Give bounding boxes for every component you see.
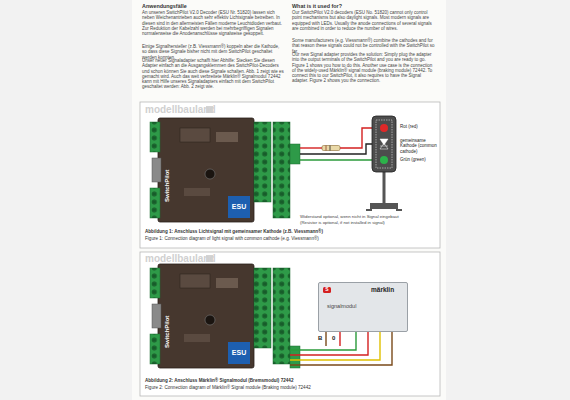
signal-adapter	[290, 144, 300, 164]
label: Our new Signal adapter provides the solu…	[292, 52, 437, 84]
node-text: S	[323, 287, 331, 293]
decoder-board: SwitchPilotESU	[150, 118, 290, 222]
label: What is it used for?	[292, 3, 437, 9]
wire	[340, 128, 372, 148]
node-text: Abbildung 1: Anschluss Lichtsignal mit g…	[145, 229, 435, 234]
node-text: SwitchPilot	[164, 162, 171, 202]
node-text: ESU	[228, 203, 250, 211]
node-text: Abbildung 2: Anschluss Märklin® Signalmo…	[145, 378, 435, 383]
signal-module: Smärklin signalmodul	[318, 282, 408, 332]
decoder-board	[150, 118, 290, 222]
label: gemeinsame Kathode (common cathode)	[400, 138, 438, 154]
decoder-board: SwitchPilotESU	[150, 264, 290, 368]
wire	[290, 332, 356, 350]
led-frame	[376, 120, 392, 168]
figure-panel: Abbildung 1: Anschluss Lichtsignal mit g…	[140, 102, 440, 248]
wire	[300, 144, 372, 154]
node-text: Figure 1: Connection diagram of light si…	[145, 236, 435, 241]
signal-mast	[383, 172, 386, 203]
wire	[339, 332, 340, 346]
figure-panel	[140, 252, 440, 396]
wire	[300, 147, 322, 148]
label: Rot (red)	[400, 124, 438, 129]
signal-foot	[396, 209, 402, 211]
label: Some manufacturers (e.g. Viessmann®) com…	[292, 38, 437, 54]
label: B	[318, 335, 324, 342]
green-led	[380, 156, 388, 164]
signal-head	[372, 116, 396, 172]
resistor-band	[326, 146, 327, 151]
signal-base	[370, 203, 398, 209]
figure-panel: Abbildung 2: Anschluss Märklin® Signalmo…	[140, 252, 440, 396]
diode-symbol	[380, 139, 388, 146]
wire	[290, 332, 368, 355]
label: (Resistor is optional, if not installed …	[300, 220, 410, 225]
node-text: signalmodul	[327, 303, 377, 309]
page	[132, 0, 446, 400]
resistor-symbol	[322, 146, 340, 151]
decoder-board	[150, 264, 290, 368]
wire	[300, 159, 372, 160]
wire	[325, 332, 326, 346]
label: modellbauland	[145, 104, 215, 116]
label: Grün (green)	[400, 157, 438, 162]
red-led	[380, 124, 388, 132]
signal-foot	[366, 209, 372, 211]
diode-symbol	[380, 143, 388, 149]
label: An unseren SwitchPilot V2.0 Decoder (ESU…	[142, 10, 284, 36]
node-text: SwitchPilot	[164, 308, 171, 348]
label: 0	[332, 335, 338, 342]
label: Anwendungsfälle	[142, 3, 284, 9]
wire	[290, 332, 392, 365]
resistor-band	[330, 146, 331, 151]
label: Unser neuer Signaladapter schafft hier A…	[142, 58, 284, 90]
label: modellbauland	[145, 253, 215, 265]
wire	[290, 332, 380, 360]
node-text: ESU	[228, 349, 250, 357]
label: Widerstand optional, wenn nicht in Signa…	[300, 214, 410, 219]
node-text: Figure 2: Connection diagram of Märklin®…	[145, 385, 435, 390]
figure-panel	[140, 102, 440, 248]
label: Our SwitchPilot V2.0 decoders (ESU No. 5…	[292, 10, 437, 31]
label: Einige Signalhersteller (z.B. Viessmann®…	[142, 44, 284, 60]
node-text: märklin	[371, 286, 405, 294]
